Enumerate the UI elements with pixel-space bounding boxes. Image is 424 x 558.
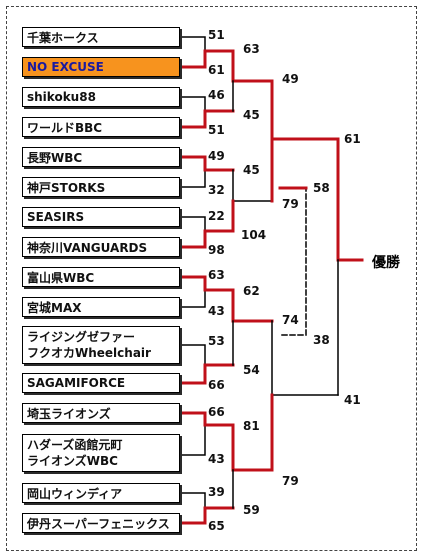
line-saitama — [178, 411, 235, 427]
line-miyagi — [179, 289, 206, 308]
score: 63 — [208, 268, 225, 282]
score: 79 — [282, 197, 299, 211]
score: 46 — [208, 88, 225, 102]
team-name: 長野WBC — [27, 150, 83, 165]
score: 104 — [241, 228, 267, 242]
line-final-a — [336, 137, 364, 262]
team-name: 神戸STORKS — [27, 180, 106, 195]
champion-label: 優勝 — [372, 255, 400, 271]
team-name: NO EXCUSE — [27, 60, 104, 74]
score: 98 — [208, 243, 225, 257]
line-kanagawa — [178, 229, 235, 249]
score: 59 — [243, 503, 260, 517]
team-box: 伊丹スーパーフェニックス — [22, 513, 180, 533]
team-box: SAGAMIFORCE — [22, 373, 180, 393]
team-box: ライジングゼファーフクオカWheelchair — [22, 326, 180, 364]
score: 63 — [243, 42, 260, 56]
team-box: 岡山ウィンディア — [22, 483, 180, 503]
score: 65 — [208, 519, 225, 533]
score: 39 — [208, 485, 225, 499]
team-box: 埼玉ライオンズ — [22, 403, 180, 423]
team-name: 千葉ホークス — [27, 30, 99, 45]
score: 61 — [208, 63, 225, 77]
team-box: 神奈川VANGUARDS — [22, 237, 180, 257]
team-name: shikoku88 — [27, 90, 96, 104]
team-name: ハダーズ函館元町 — [27, 438, 123, 452]
line-seasirs — [179, 216, 206, 232]
score: 45 — [243, 108, 260, 122]
line-kobe — [179, 169, 206, 188]
team-name-line2: フクオカWheelchair — [27, 346, 151, 360]
score: 45 — [243, 163, 260, 177]
score: 81 — [243, 419, 260, 433]
score: 62 — [243, 284, 260, 298]
score: 51 — [208, 28, 225, 42]
line-itami — [178, 506, 235, 525]
score: 58 — [313, 181, 330, 195]
line-noexcuse — [178, 49, 235, 69]
team-name: 埼玉ライオンズ — [27, 406, 111, 421]
bracket-frame — [6, 6, 417, 551]
score: 66 — [208, 378, 225, 392]
line-okayama — [179, 492, 206, 509]
team-name: 富山県WBC — [27, 270, 95, 285]
score: 38 — [313, 333, 330, 347]
team-box: ハダーズ函館元町ライオンズWBC — [22, 434, 180, 472]
team-name: 岡山ウィンディア — [27, 486, 123, 501]
team-name: ワールドBBC — [27, 120, 103, 135]
score: 74 — [282, 313, 299, 327]
line-hudders — [179, 424, 206, 456]
team-box: NO EXCUSE — [22, 57, 180, 77]
score: 49 — [208, 149, 225, 163]
line-rising — [179, 344, 206, 366]
line-shikoku — [179, 96, 206, 112]
line-sagami — [178, 363, 235, 385]
score: 22 — [208, 209, 225, 223]
team-name: 神奈川VANGUARDS — [27, 240, 148, 255]
score: 79 — [282, 474, 299, 488]
score: 61 — [344, 132, 361, 146]
score: 54 — [243, 363, 260, 377]
line-r3-a — [270, 79, 340, 141]
team-name: 伊丹スーパーフェニックス — [27, 516, 170, 531]
line-nagano — [178, 155, 235, 172]
team-name: 宮城MAX — [27, 300, 82, 315]
team-box: 千葉ホークス — [22, 27, 180, 47]
team-box: ワールドBBC — [22, 117, 180, 137]
team-name: SAGAMIFORCE — [27, 376, 126, 390]
team-name-line2: ライオンズWBC — [27, 454, 118, 468]
team-box: 宮城MAX — [22, 297, 180, 317]
team-box: 神戸STORKS — [22, 177, 180, 197]
score: 53 — [208, 334, 225, 348]
line-toyama — [178, 275, 235, 292]
team-name: ライジングゼファー — [27, 330, 136, 344]
score: 66 — [208, 405, 225, 419]
line-chiba — [179, 36, 206, 52]
score: 41 — [344, 393, 361, 407]
team-box: shikoku88 — [22, 87, 180, 107]
score: 49 — [282, 72, 299, 86]
team-name: SEASIRS — [27, 210, 85, 224]
score: 51 — [208, 123, 225, 137]
line-world — [178, 109, 235, 129]
score: 43 — [208, 304, 225, 318]
team-box: 富山県WBC — [22, 267, 180, 287]
team-box: SEASIRS — [22, 207, 180, 227]
score: 32 — [208, 183, 225, 197]
score: 43 — [208, 452, 225, 466]
team-box: 長野WBC — [22, 147, 180, 167]
